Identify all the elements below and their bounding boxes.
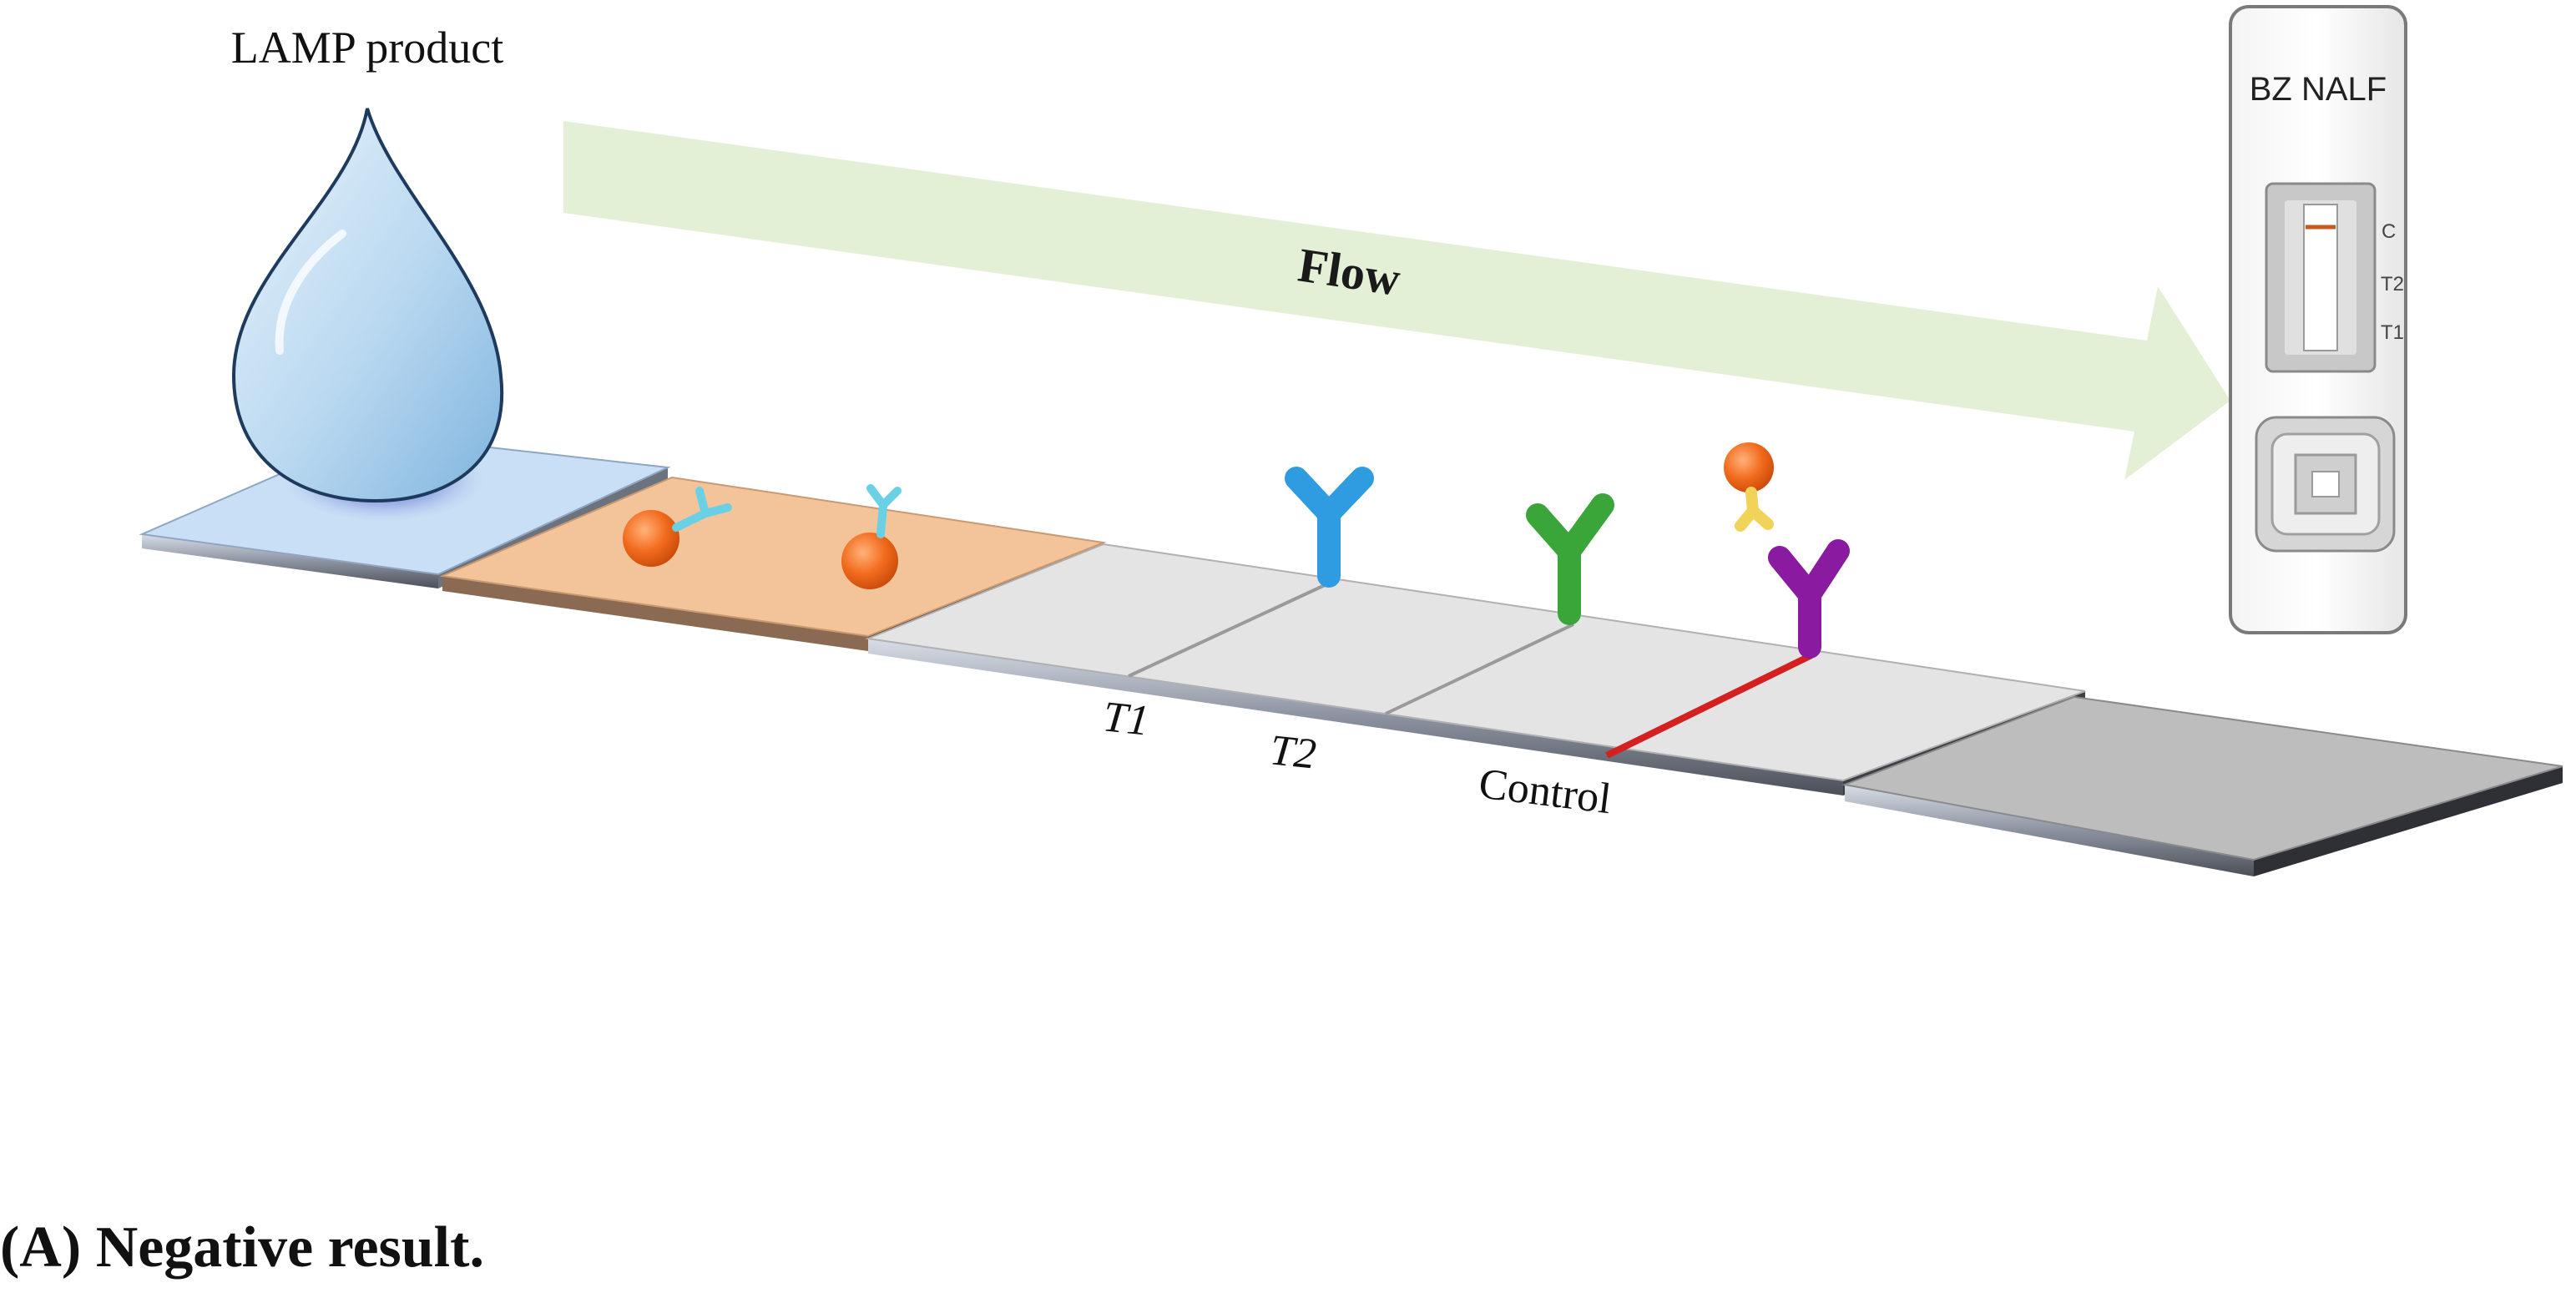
- t1-label: T1: [1101, 693, 1152, 745]
- gold-conjugate-1: [623, 487, 732, 567]
- result-window: [2265, 182, 2376, 373]
- t2-label: T2: [1268, 726, 1319, 778]
- drop-icon: [231, 108, 504, 503]
- conjugate-antibody-icon: [1735, 487, 1774, 532]
- control-label: Control: [1477, 760, 1614, 823]
- gold-particle-icon: [841, 533, 898, 589]
- cassette-mark-c: C: [2382, 220, 2396, 243]
- absorbent-pad: [1841, 695, 2563, 876]
- caption-letter: (A): [0, 1215, 82, 1280]
- sample-label: LAMP product: [231, 23, 503, 73]
- t1-line: [1128, 578, 1336, 678]
- caption-text: Negative result.: [81, 1215, 484, 1280]
- antibody-icon: [1526, 493, 1614, 625]
- gold-particle-icon: [623, 510, 679, 567]
- flow-arrow: Flow: [563, 121, 2230, 480]
- conjugate-antibody-icon: [672, 487, 732, 532]
- gold-particle-icon: [1724, 442, 1774, 492]
- test-strip: [139, 432, 2563, 876]
- flow-arrow-shape: [563, 121, 2230, 480]
- nalf-cassette: BZ NALF C T2 T1: [2229, 5, 2407, 634]
- antibody-icon: [1285, 467, 1374, 588]
- cassette-title: BZ NALF: [2250, 71, 2387, 108]
- antibody-icon: [1768, 539, 1850, 659]
- t2-line: [1385, 623, 1574, 715]
- control-capture-antibody: [1724, 442, 1850, 659]
- t2-capture-antibody: [1526, 493, 1614, 625]
- control-line: [1605, 652, 1813, 759]
- bound-conjugate: [1724, 442, 1774, 532]
- cassette-mark-t2: T2: [2381, 273, 2404, 295]
- gold-conjugate-2: [841, 484, 902, 589]
- lamp-product-drop: LAMP product: [231, 23, 504, 503]
- sample-well: [2255, 416, 2396, 553]
- conjugate-antibody-icon: [866, 484, 902, 538]
- figure-caption: (A) Negative result.: [0, 1215, 484, 1281]
- cassette-mark-t1: T1: [2381, 321, 2404, 344]
- nitrocellulose-membrane: [865, 543, 2086, 795]
- t1-capture-antibody: [1285, 467, 1374, 588]
